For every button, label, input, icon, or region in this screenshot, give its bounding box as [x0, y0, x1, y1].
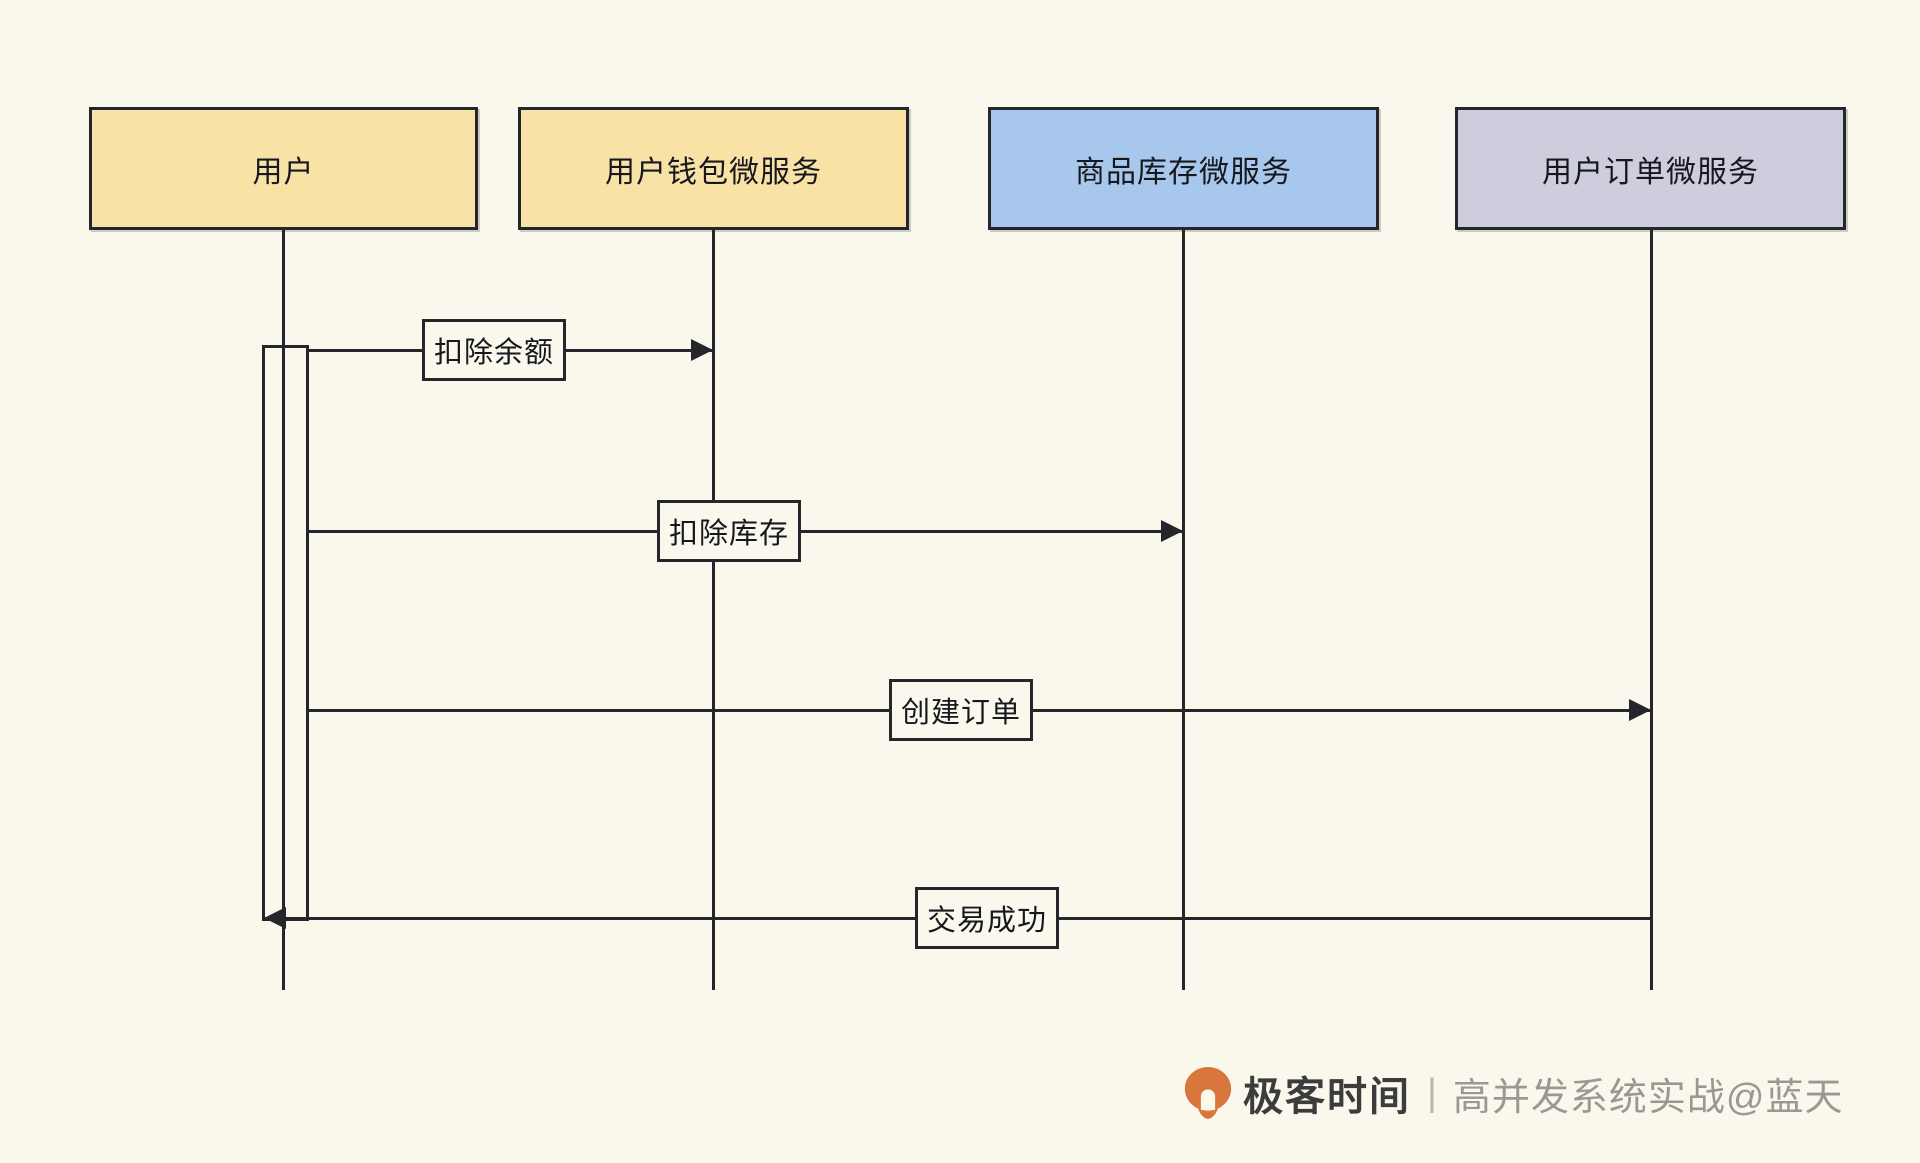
message-label[interactable]: 扣除余额	[422, 319, 566, 381]
arrowhead-right-icon	[691, 339, 713, 361]
participant-box-user[interactable]: 用户	[89, 107, 478, 230]
participant-box-inventory[interactable]: 商品库存微服务	[988, 107, 1379, 230]
watermark-brand: 极客时间	[1243, 1075, 1411, 1119]
message-label[interactable]: 扣除库存	[657, 500, 801, 562]
watermark: 极客时间 | 高并发系统实战@蓝天	[1183, 1057, 1843, 1129]
lifeline-wallet	[712, 230, 715, 990]
participant-label: 商品库存微服务	[1075, 155, 1292, 189]
participant-box-wallet[interactable]: 用户钱包微服务	[518, 107, 909, 230]
participant-label: 用户	[252, 155, 315, 189]
activation-bar-user	[262, 345, 309, 921]
arrowhead-right-icon	[1629, 699, 1651, 721]
lifeline-inventory	[1182, 230, 1185, 990]
arrowhead-right-icon	[1161, 520, 1183, 542]
participant-box-order[interactable]: 用户订单微服务	[1455, 107, 1846, 230]
message-label[interactable]: 交易成功	[915, 887, 1059, 949]
lifeline-order	[1650, 230, 1653, 990]
watermark-separator: |	[1427, 1071, 1437, 1114]
message-label[interactable]: 创建订单	[889, 679, 1033, 741]
arrowhead-left-icon	[264, 907, 286, 929]
participant-label: 用户钱包微服务	[605, 155, 822, 189]
lifeline-user	[282, 230, 285, 990]
participant-label: 用户订单微服务	[1542, 155, 1759, 189]
geekbang-logo-icon	[1184, 1066, 1232, 1119]
watermark-subtitle: 高并发系统实战@蓝天	[1452, 1076, 1844, 1119]
